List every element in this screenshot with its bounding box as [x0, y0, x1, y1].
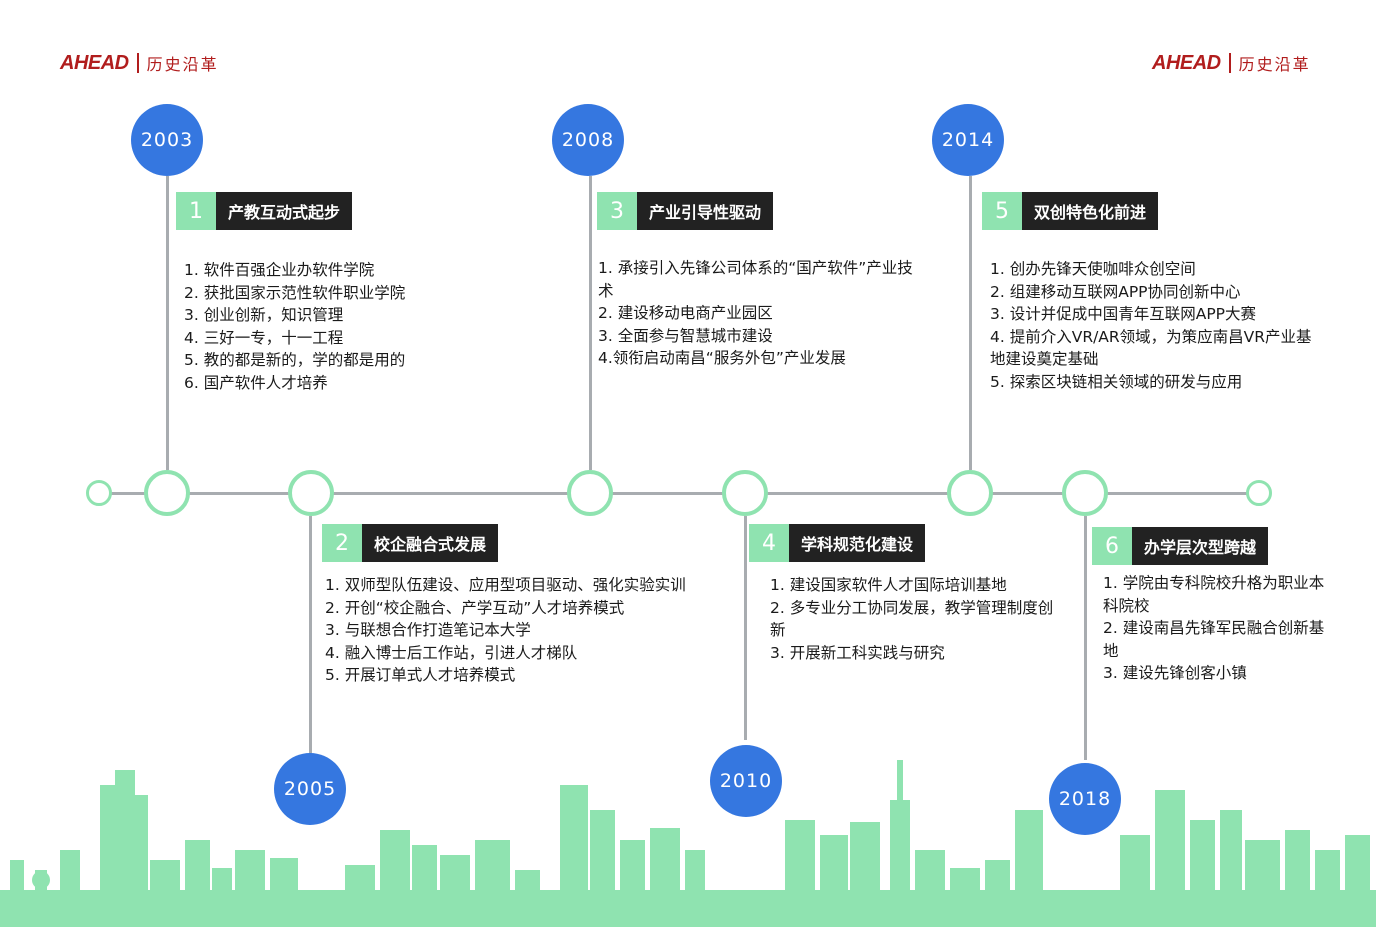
list-item: 6. 国产软件人才培养 [184, 373, 328, 392]
milestone-items: 1. 双师型队伍建设、应用型项目驱动、强化实验实训 2. 开创“校企融合、产学互… [325, 574, 710, 687]
year-circle: 2003 [131, 104, 203, 176]
brand-divider [136, 53, 139, 73]
list-item: 4.领衔启动南昌“服务外包”产业发展 [598, 349, 846, 367]
milestone-tag: 1 产教互动式起步 [176, 192, 353, 230]
timeline-node-end [1246, 480, 1272, 506]
milestone-number: 2 [322, 524, 362, 562]
year-circle: 2014 [932, 104, 1004, 176]
list-item: 1. 承接引入先锋公司体系的“国产软件”产业技术 [598, 259, 913, 300]
list-item: 2. 获批国家示范性软件职业学院 [184, 283, 406, 302]
milestone-tag: 5 双创特色化前进 [982, 192, 1159, 230]
list-item: 3. 创业创新，知识管理 [184, 306, 344, 324]
list-item: 1. 双师型队伍建设、应用型项目驱动、强化实验实训 [325, 576, 686, 594]
brand-divider [1228, 53, 1231, 73]
year-circle: 2008 [552, 104, 624, 176]
list-item: 3. 全面参与智慧城市建设 [598, 326, 773, 345]
milestone-items: 1. 软件百强企业办软件学院 2. 获批国家示范性软件职业学院 3. 创业创新，… [184, 259, 474, 394]
list-item: 1. 创办先锋天使咖啡众创空间 [990, 260, 1196, 278]
list-item: 2. 多专业分工协同发展，教学管理制度创新 [770, 598, 1054, 640]
milestone-items: 1. 建设国家软件人才国际培训基地 2. 多专业分工协同发展，教学管理制度创新 … [770, 574, 1055, 664]
list-item: 2. 建设移动电商产业园区 [598, 304, 773, 322]
city-skyline-decoration [0, 760, 1376, 927]
milestone-title: 双创特色化前进 [1022, 192, 1159, 230]
timeline-node [567, 470, 613, 516]
milestone-title: 办学层次型跨越 [1132, 527, 1269, 565]
connector-line [1084, 516, 1087, 760]
milestone-number: 3 [597, 192, 637, 230]
list-item: 3. 建设先锋创客小镇 [1103, 664, 1247, 682]
brand-header-right: AHEAD 历史沿革 [1152, 50, 1311, 76]
milestone-items: 1. 创办先锋天使咖啡众创空间 2. 组建移动互联网APP协同创新中心 3. 设… [990, 258, 1326, 393]
list-item: 5. 开展订单式人才培养模式 [325, 666, 516, 684]
timeline-node [947, 470, 993, 516]
connector-line [166, 176, 169, 470]
list-item: 2. 组建移动互联网APP协同创新中心 [990, 282, 1241, 301]
milestone-tag: 4 学科规范化建设 [749, 524, 926, 562]
list-item: 4. 提前介入VR/AR领域，为策应南昌VR产业基地建设奠定基础 [990, 327, 1312, 369]
timeline-node-start [86, 480, 112, 506]
milestone-title: 产教互动式起步 [216, 192, 353, 230]
list-item: 4. 融入博士后工作站，引进人才梯队 [325, 643, 578, 662]
list-item: 5. 探索区块链相关领域的研发与应用 [990, 372, 1243, 391]
list-item: 2. 建设南昌先锋军民融合创新基地 [1103, 619, 1325, 660]
brand-logo: AHEAD [60, 51, 129, 74]
milestone-items: 1. 承接引入先锋公司体系的“国产软件”产业技术 2. 建设移动电商产业园区 3… [598, 257, 928, 370]
timeline-node [722, 470, 768, 516]
timeline-node [144, 470, 190, 516]
connector-line [744, 516, 747, 740]
year-circle: 2010 [710, 745, 782, 817]
list-item: 3. 开展新工科实践与研究 [770, 643, 945, 662]
list-item: 1. 软件百强企业办软件学院 [184, 261, 375, 279]
milestone-title: 产业引导性驱动 [637, 192, 774, 230]
connector-line [969, 176, 972, 470]
brand-logo: AHEAD [1152, 51, 1221, 74]
section-title: 历史沿革 [146, 55, 219, 74]
year-circle: 2005 [274, 753, 346, 825]
list-item: 1. 学院由专科院校升格为职业本科院校 [1103, 574, 1325, 615]
list-item: 3. 设计并促成中国青年互联网APP大赛 [990, 305, 1257, 323]
milestone-title: 学科规范化建设 [789, 524, 926, 562]
milestone-tag: 3 产业引导性驱动 [597, 192, 774, 230]
year-circle: 2018 [1049, 763, 1121, 835]
list-item: 5. 教的都是新的，学的都是用的 [184, 351, 406, 369]
brand-header-left: AHEAD 历史沿革 [60, 50, 219, 76]
milestone-number: 6 [1092, 527, 1132, 565]
milestone-number: 1 [176, 192, 216, 230]
section-title: 历史沿革 [1238, 55, 1311, 74]
milestone-number: 5 [982, 192, 1022, 230]
timeline-axis [98, 492, 1260, 495]
connector-line [309, 516, 312, 756]
list-item: 4. 三好一专，十一工程 [184, 328, 344, 347]
milestone-number: 4 [749, 524, 789, 562]
list-item: 1. 建设国家软件人才国际培训基地 [770, 576, 1007, 594]
list-item: 3. 与联想合作打造笔记本大学 [325, 621, 531, 639]
milestone-items: 1. 学院由专科院校升格为职业本科院校 2. 建设南昌先锋军民融合创新基地 3.… [1103, 572, 1328, 685]
timeline-node [288, 470, 334, 516]
milestone-tag: 2 校企融合式发展 [322, 524, 499, 562]
list-item: 2. 开创“校企融合、产学互动”人才培养模式 [325, 598, 625, 617]
milestone-tag: 6 办学层次型跨越 [1092, 527, 1269, 565]
milestone-title: 校企融合式发展 [362, 524, 499, 562]
timeline-node [1062, 470, 1108, 516]
connector-line [589, 176, 592, 470]
